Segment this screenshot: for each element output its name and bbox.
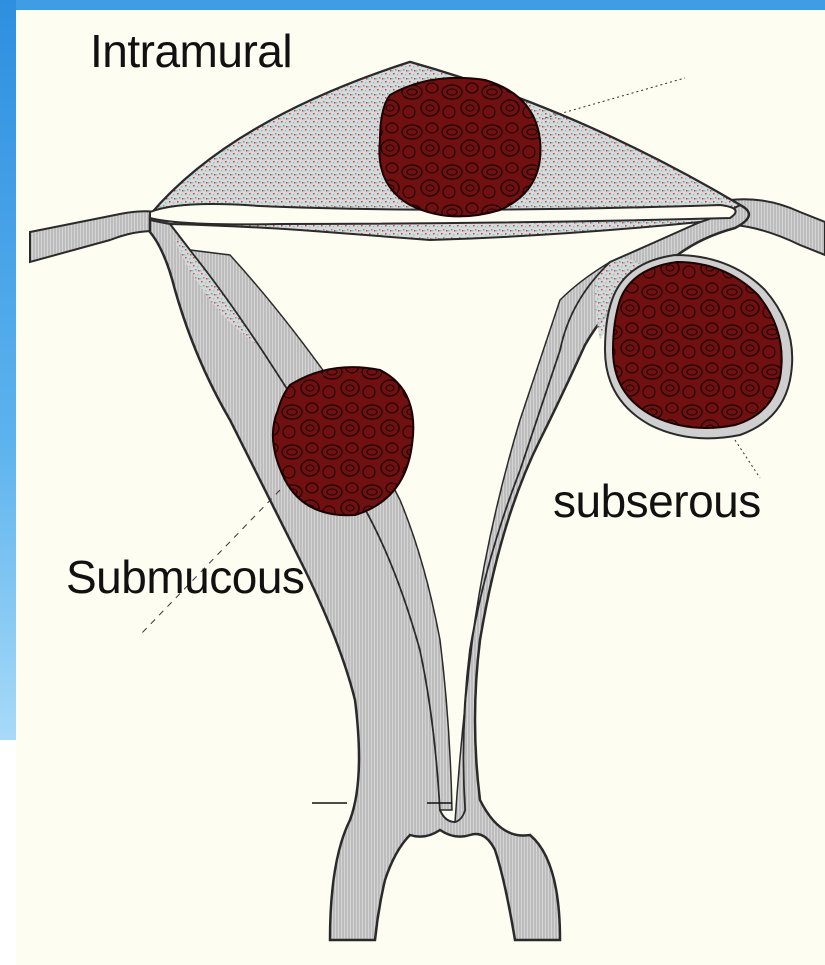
left-accent-bar <box>0 0 16 740</box>
subserous-label: subserous <box>553 478 761 524</box>
submucous-label: Submucous <box>66 554 304 600</box>
submucous-fibroid <box>273 367 413 515</box>
intramural-label: Intramural <box>90 28 292 74</box>
intramural-fibroid <box>379 78 540 216</box>
top-accent-bar <box>0 0 825 10</box>
